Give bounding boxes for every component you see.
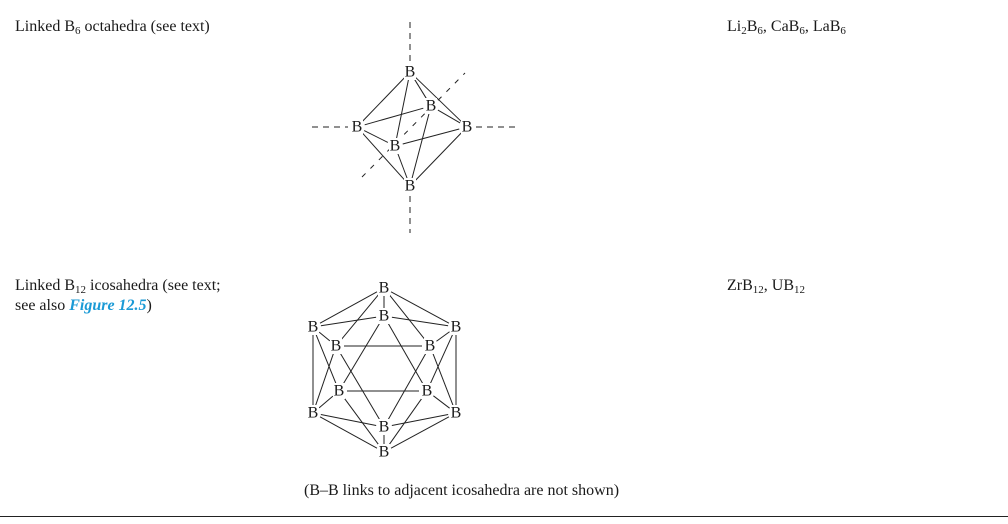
boron-atom-label: B: [331, 338, 342, 355]
bond-line: [411, 113, 430, 179]
icosahedra-description: Linked B12 icosahedra (see text;see also…: [15, 277, 221, 314]
boron-atom-label: B: [451, 405, 462, 422]
bond-line: [343, 397, 380, 446]
boron-atom-label: B: [422, 383, 433, 400]
boron-atom-label: B: [405, 64, 416, 81]
bond-line: [318, 395, 334, 409]
bond-line: [315, 353, 334, 406]
bond-line: [319, 416, 378, 449]
boron-atom-label: B: [425, 338, 436, 355]
boron-atom-label: B: [334, 383, 345, 400]
figure-link[interactable]: Figure 12.5: [69, 297, 147, 314]
bond-line: [363, 130, 389, 143]
bond-line: [390, 416, 450, 449]
link-dashed-line: [361, 72, 466, 178]
boron-atom-label: B: [462, 119, 473, 136]
bond-line: [415, 77, 462, 122]
bond-line: [413, 78, 428, 100]
boron-atom-label: B: [379, 308, 390, 325]
boron-atom-label: B: [379, 419, 390, 436]
bond-line: [391, 414, 449, 426]
octahedra-examples: Li2B6, CaB6, LaB6: [727, 18, 846, 37]
bond-line: [397, 153, 408, 179]
boron-atom-label: B: [390, 138, 401, 155]
bond-line: [396, 79, 409, 139]
icosahedra-caption: (B–B links to adjacent icosahedra are no…: [304, 482, 620, 499]
bond-line: [390, 291, 450, 324]
bond-line: [388, 293, 426, 341]
boron-atom-label: B: [451, 319, 462, 336]
boron-atom-label: B: [308, 405, 319, 422]
bond-line: [320, 414, 377, 426]
bond-line: [436, 331, 450, 342]
bond-line: [433, 395, 450, 409]
bond-line: [429, 334, 454, 384]
bond-line: [362, 77, 405, 122]
bond-line: [437, 109, 461, 124]
bond-line: [432, 353, 454, 406]
bond-line: [320, 316, 377, 327]
boron-atom-label: B: [379, 444, 390, 461]
bond-line: [387, 352, 427, 421]
boron-atom-label: B: [352, 119, 363, 136]
bottom-rule: [0, 516, 1008, 517]
bond-line: [391, 316, 449, 327]
icosahedra-examples: ZrB12, UB12: [727, 277, 806, 296]
bond-line: [340, 293, 380, 341]
boron-atom-label: B: [379, 280, 390, 297]
octahedra-description: Linked B6 octahedra (see text): [15, 18, 210, 37]
bond-line: [319, 291, 378, 324]
bond-line: [339, 352, 381, 421]
bond-line: [364, 107, 424, 126]
bond-line: [387, 322, 424, 385]
boron-atom-label: B: [308, 319, 319, 336]
bond-line: [402, 128, 460, 145]
bond-line: [361, 132, 406, 181]
bond-line: [415, 132, 462, 181]
boron-atom-label: B: [405, 178, 416, 195]
bond-line: [388, 397, 423, 446]
boron-atom-label: B: [426, 98, 437, 115]
bond-line: [315, 334, 337, 384]
bond-line: [342, 322, 381, 385]
bond-line: [318, 331, 331, 342]
